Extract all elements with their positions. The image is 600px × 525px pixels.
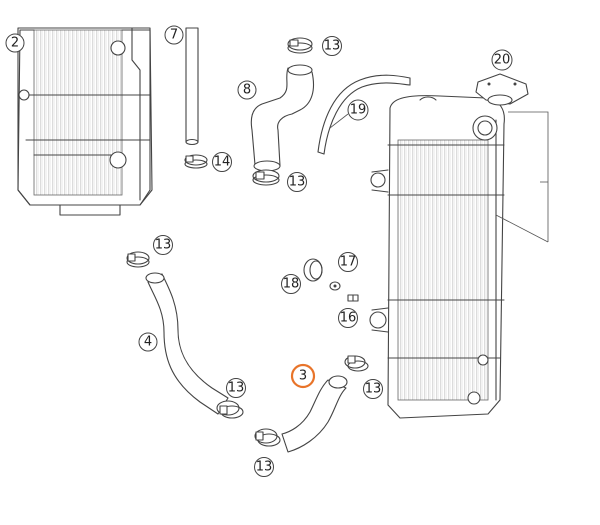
callout-14-label: 14 xyxy=(214,155,231,170)
hose-clamp-13-left-bottom xyxy=(216,400,244,419)
hose-clamp-13-upper xyxy=(252,169,280,186)
callout-2[interactable]: 2 xyxy=(5,33,25,53)
callout-13-left-top-label: 13 xyxy=(155,238,172,253)
callout-13-left-bottom-label: 13 xyxy=(228,381,245,396)
callout-4[interactable]: 4 xyxy=(138,332,158,352)
callout-13-mid-label: 13 xyxy=(365,382,382,397)
leader-lines xyxy=(329,113,349,129)
hose-clamp-13-bottom xyxy=(254,428,281,447)
lower-hose-3 xyxy=(281,375,348,453)
hose-clamp-13-top xyxy=(287,37,313,54)
callout-13-bottom[interactable]: 13 xyxy=(254,457,274,477)
callout-3-label: 3 xyxy=(299,369,307,384)
right-radiator xyxy=(369,95,549,419)
callout-2-label: 2 xyxy=(11,36,19,51)
callout-20-label: 20 xyxy=(494,53,511,68)
callout-8-label: 8 xyxy=(243,83,251,98)
callout-13-left-bottom[interactable]: 13 xyxy=(226,378,246,398)
screw-16 xyxy=(347,294,359,302)
callout-18[interactable]: 18 xyxy=(281,274,301,294)
overflow-tube xyxy=(185,27,199,146)
callout-16-label: 16 xyxy=(340,311,357,326)
callout-13-mid[interactable]: 13 xyxy=(363,379,383,399)
plug-18 xyxy=(303,258,323,282)
callout-13-bottom-label: 13 xyxy=(256,460,273,475)
callout-13-upper-label: 13 xyxy=(289,175,306,190)
callout-16[interactable]: 16 xyxy=(338,308,358,328)
callout-13-top-label: 13 xyxy=(324,39,341,54)
callout-3-highlighted[interactable]: 3 xyxy=(290,363,316,389)
hose-clamp-13-left-top xyxy=(126,251,150,268)
callout-7-label: 7 xyxy=(170,28,178,43)
callout-17[interactable]: 17 xyxy=(338,252,358,272)
callout-13-upper[interactable]: 13 xyxy=(287,172,307,192)
callout-7[interactable]: 7 xyxy=(164,25,184,45)
washer-17 xyxy=(329,281,341,291)
callout-18-label: 18 xyxy=(283,277,300,292)
hose-clamp-13-mid xyxy=(344,355,369,372)
callout-8[interactable]: 8 xyxy=(237,80,257,100)
hose-clamp-14 xyxy=(184,154,208,169)
callout-13-left-top[interactable]: 13 xyxy=(153,235,173,255)
callout-20[interactable]: 20 xyxy=(491,49,513,71)
lower-hose-4 xyxy=(145,272,229,415)
callout-4-label: 4 xyxy=(144,335,152,350)
callout-19[interactable]: 19 xyxy=(347,99,369,121)
callout-19-label: 19 xyxy=(350,103,367,118)
callout-14[interactable]: 14 xyxy=(212,152,232,172)
vent-hose-19 xyxy=(317,74,411,155)
callout-17-label: 17 xyxy=(340,255,357,270)
radiator-cap-20 xyxy=(475,73,529,106)
callout-13-top[interactable]: 13 xyxy=(322,36,342,56)
left-radiator xyxy=(17,27,153,216)
upper-hose-8 xyxy=(250,64,315,172)
